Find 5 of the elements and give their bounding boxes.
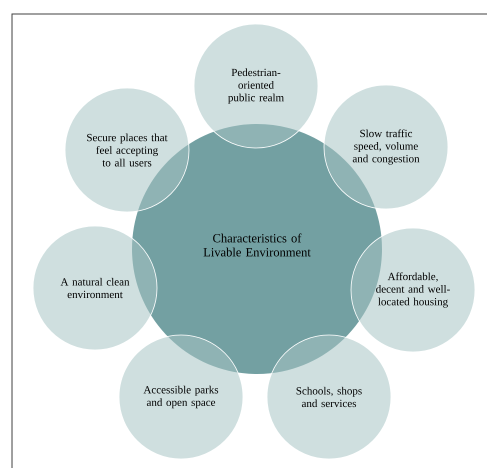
circle-node: Secure places that feel accepting to all users: [64, 88, 190, 212]
node-label: Pedestrian-oriented public realm: [228, 68, 284, 104]
node-label: Accessible parks and open space: [144, 386, 218, 408]
node-label: A natural clean environment: [60, 278, 130, 298]
node-label: Schools, shops and services: [296, 386, 362, 408]
